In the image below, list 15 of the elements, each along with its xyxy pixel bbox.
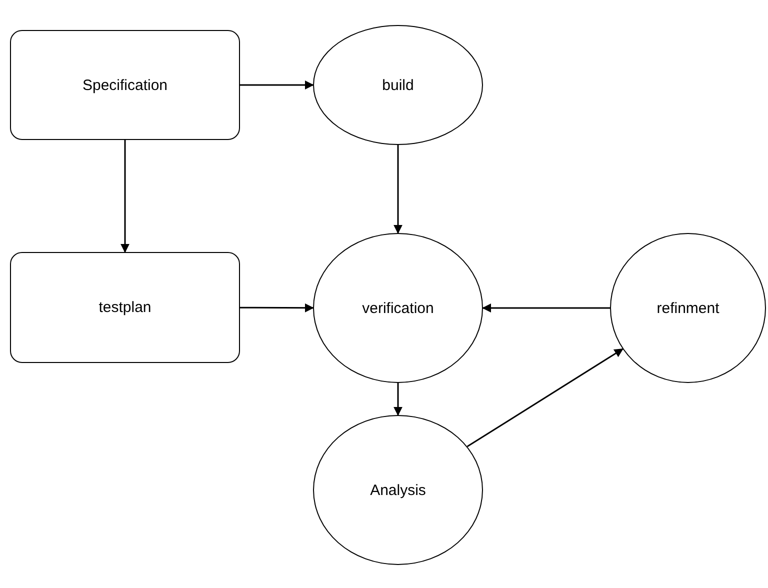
node-label: Specification [82,76,168,94]
node-label: refinment [656,300,720,316]
process-box [10,252,240,363]
node-label: Analysis [370,482,426,498]
arrow [394,383,402,416]
arrow [120,140,130,253]
node-label: build [382,76,414,94]
arrow [394,145,402,234]
arrow [466,348,624,448]
node-label: testplan [98,299,152,316]
arrow [482,304,610,312]
node-label: verification [362,300,434,316]
arrow [240,303,314,312]
arrow [240,80,314,90]
process-box [10,30,240,140]
